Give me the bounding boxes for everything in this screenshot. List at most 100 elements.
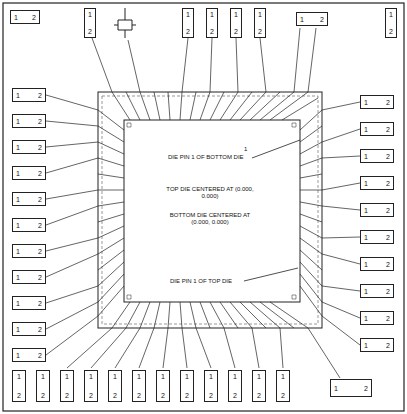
- pin-number: 2: [38, 248, 42, 255]
- pin-number: 1: [234, 11, 238, 18]
- pin-number: 1: [65, 373, 69, 380]
- pin-number: 2: [364, 385, 368, 392]
- capacitor-footprint: 12: [360, 95, 394, 109]
- pin-number: 1: [364, 207, 368, 214]
- pin-number: 2: [38, 92, 42, 99]
- capacitor-footprint: 12: [360, 338, 394, 352]
- pin-number: 2: [38, 326, 42, 333]
- pin-number: 1: [41, 373, 45, 380]
- pin-number: 2: [386, 342, 390, 349]
- capacitor-footprint: 12: [360, 176, 394, 190]
- pin-number: 2: [38, 222, 42, 229]
- pin-number: 2: [41, 392, 45, 399]
- pin-number: 2: [137, 392, 141, 399]
- capacitor-footprint: 12: [296, 12, 328, 26]
- pin-number: 1: [300, 16, 304, 23]
- pin-number: 1: [88, 11, 92, 18]
- component-symbol: [114, 8, 136, 38]
- capacitor-footprint: 12: [12, 140, 46, 154]
- pin-number: 1: [257, 373, 261, 380]
- capacitor-footprint: 12: [12, 166, 46, 180]
- capacitor-footprint: 12: [12, 370, 26, 402]
- pin-number: 1: [16, 326, 20, 333]
- pin-number: 1: [16, 274, 20, 281]
- capacitor-footprint: 12: [206, 8, 218, 38]
- capacitor-footprint: 12: [360, 311, 394, 325]
- pin-number: 1: [113, 373, 117, 380]
- pin-number: 1: [137, 373, 141, 380]
- pin-number: 1: [16, 196, 20, 203]
- capacitor-footprint: 12: [12, 348, 46, 362]
- pin-number: 1: [210, 11, 214, 18]
- capacitor-footprint: 12: [10, 10, 40, 24]
- capacitor-footprint: 12: [360, 230, 394, 244]
- capacitor-footprint: 12: [12, 88, 46, 102]
- pin-number: 1: [16, 222, 20, 229]
- pin-number: 2: [38, 118, 42, 125]
- capacitor-footprint: 12: [12, 322, 46, 336]
- capacitor-footprint: 12: [385, 8, 397, 38]
- pin-number: 2: [38, 274, 42, 281]
- capacitor-footprint: 12: [180, 370, 194, 402]
- pin-number: 2: [386, 261, 390, 268]
- pin-number: 1: [16, 118, 20, 125]
- capacitor-footprint: 12: [36, 370, 50, 402]
- pin-number: 1: [389, 11, 393, 18]
- pin-number: 2: [386, 153, 390, 160]
- capacitor-footprint: 12: [330, 379, 372, 397]
- die-note: DIE PIN 1 OF BOTTOM DIE: [168, 154, 244, 161]
- die-note: DIE PIN 1 OF TOP DIE: [170, 278, 232, 285]
- pin-number: 2: [210, 28, 214, 35]
- pin-number: 2: [65, 392, 69, 399]
- pin-number: 1: [89, 373, 93, 380]
- leader-lines: [244, 140, 300, 281]
- pin-number: 1: [185, 373, 189, 380]
- pin-number: 2: [38, 196, 42, 203]
- capacitor-footprint: 12: [108, 370, 122, 402]
- pin-number: 2: [185, 392, 189, 399]
- capacitor-footprint: 12: [84, 370, 98, 402]
- capacitor-footprint: 12: [12, 296, 46, 310]
- capacitor-footprint: 12: [204, 370, 218, 402]
- capacitor-footprint: 12: [360, 203, 394, 217]
- pin-number: 1: [16, 352, 20, 359]
- pin-number: 1: [364, 234, 368, 241]
- pin-number: 2: [233, 392, 237, 399]
- pin-number: 2: [257, 392, 261, 399]
- pin-number: 1: [364, 315, 368, 322]
- pin-number: 2: [234, 28, 238, 35]
- pin-number: 2: [38, 352, 42, 359]
- pin-number: 1: [364, 261, 368, 268]
- pin-number: 2: [88, 28, 92, 35]
- pin-number: 2: [386, 315, 390, 322]
- pin-number: 1: [258, 11, 262, 18]
- capacitor-footprint: 12: [12, 114, 46, 128]
- pin-number: 1: [233, 373, 237, 380]
- capacitor-footprint: 12: [12, 218, 46, 232]
- pin-number: 1: [14, 14, 18, 21]
- pin-number: 1: [364, 126, 368, 133]
- pin-number: 2: [320, 16, 324, 23]
- pin-number: 1: [209, 373, 213, 380]
- pin-number: 1: [364, 288, 368, 295]
- pin-number: 1: [16, 92, 20, 99]
- pin-number: 1: [161, 373, 165, 380]
- die-note: TOP DIE CENTERED AT (0.000, 0.000): [160, 186, 260, 200]
- capacitor-footprint: 12: [132, 370, 146, 402]
- pin-one-marker: 1: [244, 146, 247, 153]
- pin-number: 2: [386, 234, 390, 241]
- pin-number: 2: [38, 144, 42, 151]
- pin-number: 2: [38, 170, 42, 177]
- capacitor-footprint: 12: [360, 257, 394, 271]
- capacitor-footprint: 12: [254, 8, 266, 38]
- pin-number: 2: [386, 207, 390, 214]
- pin-number: 2: [32, 14, 36, 21]
- capacitor-footprint: 12: [230, 8, 242, 38]
- pin-number: 2: [386, 99, 390, 106]
- capacitor-footprint: 12: [156, 370, 170, 402]
- pin-number: 1: [16, 170, 20, 177]
- pin-number: 2: [89, 392, 93, 399]
- capacitor-footprint: 12: [228, 370, 242, 402]
- pin-number: 2: [186, 28, 190, 35]
